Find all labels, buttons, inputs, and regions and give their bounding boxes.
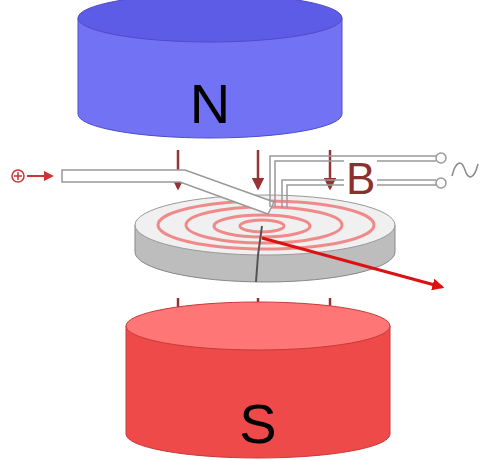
magnet: N xyxy=(76,0,344,140)
pole-letter: N xyxy=(190,76,230,132)
probe xyxy=(12,170,274,214)
field-label: B xyxy=(344,157,377,201)
magnet: S xyxy=(124,300,392,460)
cylinder-top xyxy=(126,302,390,350)
output-wires xyxy=(270,153,478,208)
cylinder-top xyxy=(78,0,342,42)
pole-letter: S xyxy=(239,396,276,452)
disc xyxy=(135,195,442,287)
